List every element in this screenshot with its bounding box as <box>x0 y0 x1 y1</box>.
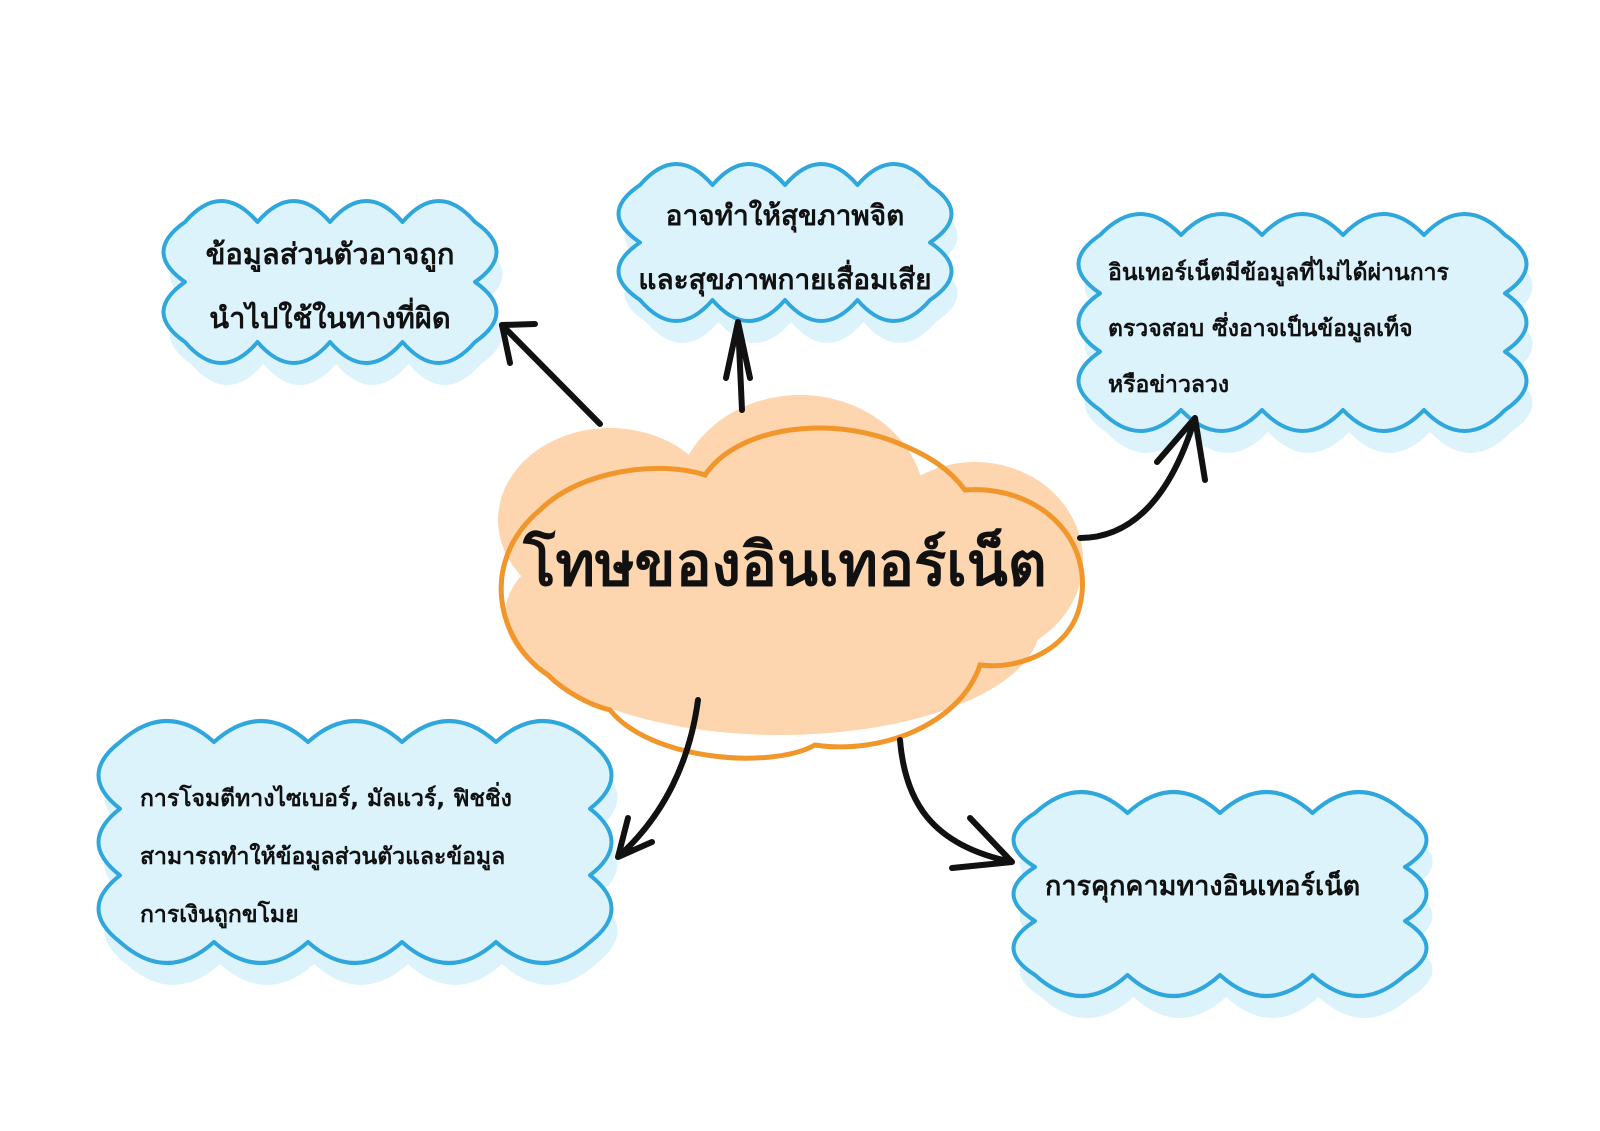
node-cloud-unverified-info <box>1076 212 1533 453</box>
node-unverified-info: อินเทอร์เน็ตมีข้อมูลที่ไม่ได้ผ่านการ ตรว… <box>1108 245 1528 413</box>
node-cloud-cyber-threat <box>1011 790 1433 1018</box>
node-cloud-outline <box>1011 790 1429 998</box>
center-cloud <box>498 395 1085 761</box>
node-line: อินเทอร์เน็ตมีข้อมูลที่ไม่ได้ผ่านการ <box>1108 260 1449 286</box>
node-line: หรือข่าวลวง <box>1108 372 1230 398</box>
arrow-to-personal-info-misuse <box>499 322 603 427</box>
node-line: ตรวจสอบ ซึ่งอาจเป็นข้อมูลเท็จ <box>1108 316 1413 342</box>
arrow-to-cyber-attack <box>615 697 701 860</box>
node-cloud-health-decline <box>616 162 958 343</box>
center-topic-label: โทษของอินเทอร์เน็ต <box>523 530 1047 600</box>
node-line: การเงินถูกขโมย <box>140 902 299 928</box>
node-cloud-outline <box>616 162 954 323</box>
node-cloud-outline <box>96 719 614 965</box>
node-personal-info-misuse: ข้อมูลส่วนตัวอาจถูก นำไปใช้ในทางที่ผิด <box>170 222 490 350</box>
arrow-to-health-decline <box>723 319 753 413</box>
node-line: การคุกคามทางอินเทอร์เน็ต <box>1045 871 1361 902</box>
arrow-to-personal-info-misuse-head <box>499 321 538 366</box>
node-line: ข้อมูลส่วนตัวอาจถูก <box>205 237 455 271</box>
node-cloud-outline <box>161 199 499 365</box>
node-line: การโจมตีทางไซเบอร์, มัลแวร์, ฟิชชิ่ง <box>140 786 512 812</box>
arrow-to-unverified-info <box>1077 415 1208 541</box>
node-line: สามารถทำให้ข้อมูลส่วนตัวและข้อมูล <box>140 844 506 870</box>
node-line: และสุขภาพกายเสื่อมเสีย <box>638 263 932 296</box>
arrow-to-cyber-threat <box>897 737 1015 871</box>
node-line: นำไปใช้ในทางที่ผิด <box>209 301 451 335</box>
node-cloud-personal-info-misuse <box>161 199 503 385</box>
node-cyber-attack: การโจมตีทางไซเบอร์, มัลแวร์, ฟิชชิ่ง สาม… <box>140 770 590 944</box>
node-line: อาจทำให้สุขภาพจิต <box>665 199 905 232</box>
node-cyber-threat: การคุกคามทางอินเทอร์เน็ต <box>1045 858 1425 916</box>
node-cloud-cyber-attack <box>96 719 618 985</box>
node-cloud-outline <box>1076 212 1529 433</box>
node-health-decline: อาจทำให้สุขภาพจิต และสุขภาพกายเสื่อมเสีย <box>610 184 960 312</box>
